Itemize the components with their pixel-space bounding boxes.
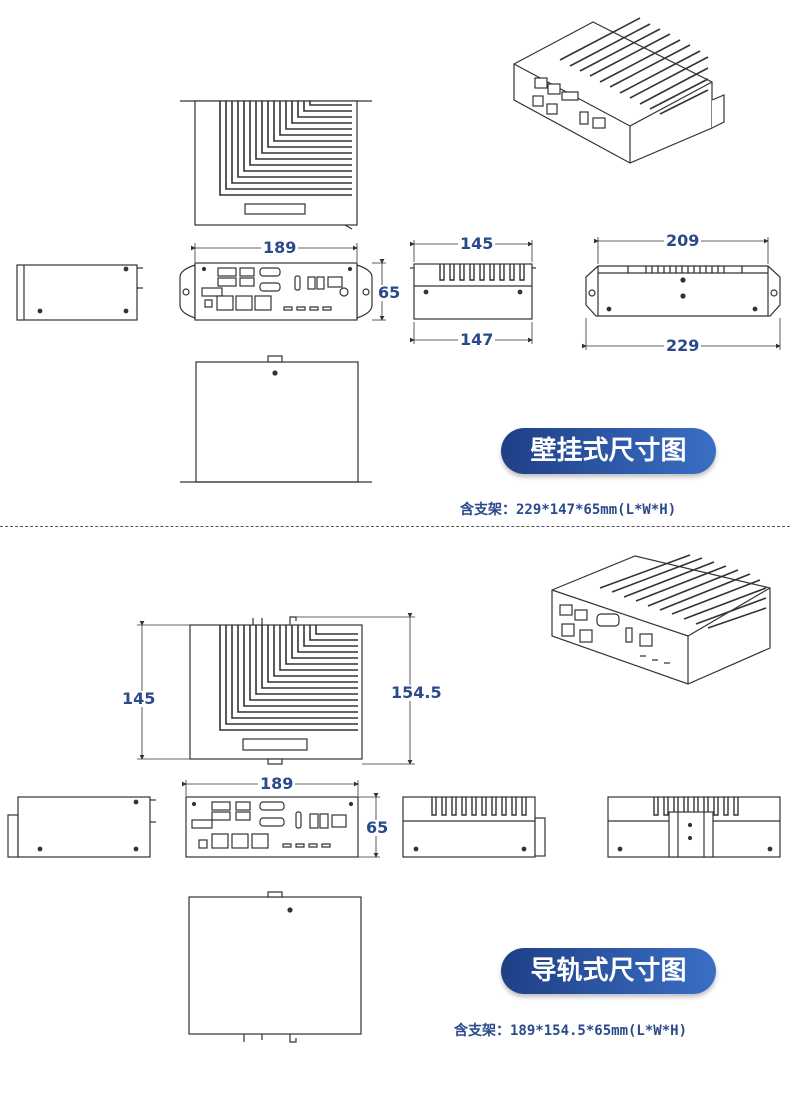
section-divider [0, 526, 790, 527]
dim-rear-bottom: 229 [664, 336, 702, 355]
wall-mount-caption: 含支架：229*147*65mm(L*W*H) [460, 502, 677, 518]
wall-top-view [180, 100, 372, 230]
din-rail-title: 导轨式尺寸图 [501, 948, 716, 994]
dim-side-bottom: 147 [458, 330, 496, 349]
dim-height: 65 [376, 283, 403, 302]
wall-side-view [410, 263, 536, 320]
dim-rail-front-width: 189 [258, 774, 296, 793]
wall-mount-title: 壁挂式尺寸图 [501, 428, 716, 474]
dim-top-left: 145 [120, 689, 158, 708]
rail-bottom-view [188, 891, 362, 1043]
rail-rear-view [607, 796, 781, 858]
dim-top-right: 154.5 [389, 683, 444, 702]
dim-rear-top: 209 [664, 231, 702, 250]
rail-front-view [185, 796, 359, 858]
dim-side-top: 145 [458, 234, 496, 253]
rail-top-view [189, 616, 363, 765]
rail-side-view [402, 796, 546, 858]
wall-bottom-view [180, 355, 372, 483]
wall-iso-view [513, 17, 725, 164]
din-rail-caption: 含支架：189*154.5*65mm(L*W*H) [454, 1023, 688, 1039]
rail-iso-view [551, 554, 771, 685]
dim-front-width: 189 [261, 238, 299, 257]
wall-left-side-view [16, 264, 143, 321]
dim-rail-height: 65 [364, 818, 391, 837]
rail-left-side-view [7, 796, 156, 858]
wall-front-view [179, 262, 373, 321]
wall-rear-view [585, 265, 781, 317]
